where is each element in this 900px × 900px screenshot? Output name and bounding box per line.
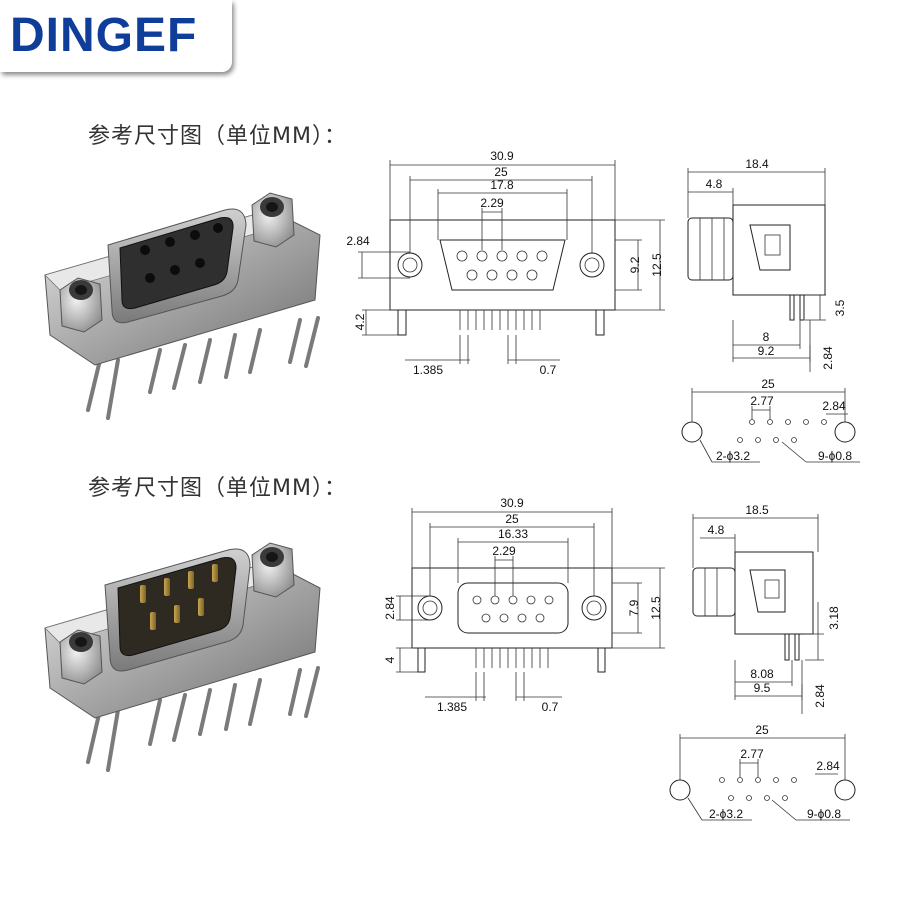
side-row-spacing: 2.84	[821, 346, 835, 370]
side-dim-8: 8.08	[750, 667, 774, 681]
dim-shell-width: 16.33	[498, 527, 528, 541]
dim-shell-width: 17.8	[490, 178, 514, 192]
side-front-depth: 4.8	[708, 523, 725, 537]
side-row-spacing: 2.84	[813, 684, 827, 708]
female-side-view: 18.4 4.8 3.5 8 9.2 2.84	[687, 157, 847, 372]
dim-mount-width: 25	[494, 165, 508, 179]
pcb-width: 25	[755, 723, 769, 737]
dim-pin-pitch: 2.29	[480, 196, 504, 210]
male-side-view: 18.5 4.8 3.18 8.08 9.5 2.84	[692, 503, 841, 714]
dim-mount-height: 2.84	[383, 596, 397, 620]
dim-total-height: 12.5	[650, 253, 664, 277]
dim-pin-length: 4.2	[353, 313, 367, 330]
dim-pin-pitch: 2.29	[492, 544, 516, 558]
pcb-pin-pitch: 2.77	[740, 747, 764, 761]
side-leg-length: 3.5	[833, 299, 847, 316]
dim-pin-width: 0.7	[540, 363, 557, 377]
dim-total-width: 30.9	[500, 496, 524, 510]
brand-logo: DINGEF	[10, 9, 198, 62]
dim-mount-width: 25	[505, 512, 519, 526]
dim-pin-offset: 1.385	[413, 363, 443, 377]
dim-pin-length: 4	[383, 656, 397, 663]
dim-shell-height: 7.9	[627, 599, 641, 616]
male-connector-photo	[44, 542, 321, 772]
female-front-view: 30.9 25 17.8 2.29 2.84 9.2 12.5 4.2 1.38…	[346, 149, 665, 377]
dim-total-height: 12.5	[649, 596, 663, 620]
female-connector-photo	[44, 192, 321, 420]
dim-shell-height: 9.2	[628, 256, 642, 273]
pcb-row-spacing: 2.84	[822, 399, 846, 413]
pcb-mount-holes: 2-ϕ3.2	[709, 807, 743, 821]
dim-total-width: 30.9	[490, 149, 514, 163]
side-total-width: 18.5	[745, 503, 769, 517]
side-leg-length: 3.18	[827, 606, 841, 630]
pcb-mount-holes: 2-ϕ3.2	[716, 449, 750, 463]
pcb-width: 25	[761, 377, 775, 391]
side-total-width: 18.4	[745, 157, 769, 171]
dim-pin-width: 0.7	[542, 700, 559, 714]
pcb-pin-holes: 9-ϕ0.8	[818, 449, 852, 463]
pcb-pin-pitch: 2.77	[750, 394, 774, 408]
brand-logo-box: DINGEF	[0, 0, 232, 72]
dim-pin-offset: 1.385	[437, 700, 467, 714]
section-heading-female: 参考尺寸图（单位MM）：	[88, 124, 347, 149]
side-dim-8: 8	[763, 330, 770, 344]
male-front-view: 30.9 25 16.33 2.29 2.84 7.9 12.5 4 1.385…	[383, 496, 665, 714]
side-front-depth: 4.8	[706, 177, 723, 191]
female-pcb-layout: 25 2.77 2.84 2-ϕ3.2 9-ϕ0.8	[681, 377, 860, 463]
section-heading-male: 参考尺寸图（单位MM）：	[88, 476, 347, 501]
dim-mount-height: 2.84	[346, 234, 370, 248]
pcb-row-spacing: 2.84	[816, 759, 840, 773]
side-dim-9: 9.5	[754, 681, 771, 695]
pcb-pin-holes: 9-ϕ0.8	[807, 807, 841, 821]
side-dim-9: 9.2	[758, 344, 775, 358]
male-pcb-layout: 25 2.77 2.84 2-ϕ3.2 9-ϕ0.8	[669, 723, 856, 821]
